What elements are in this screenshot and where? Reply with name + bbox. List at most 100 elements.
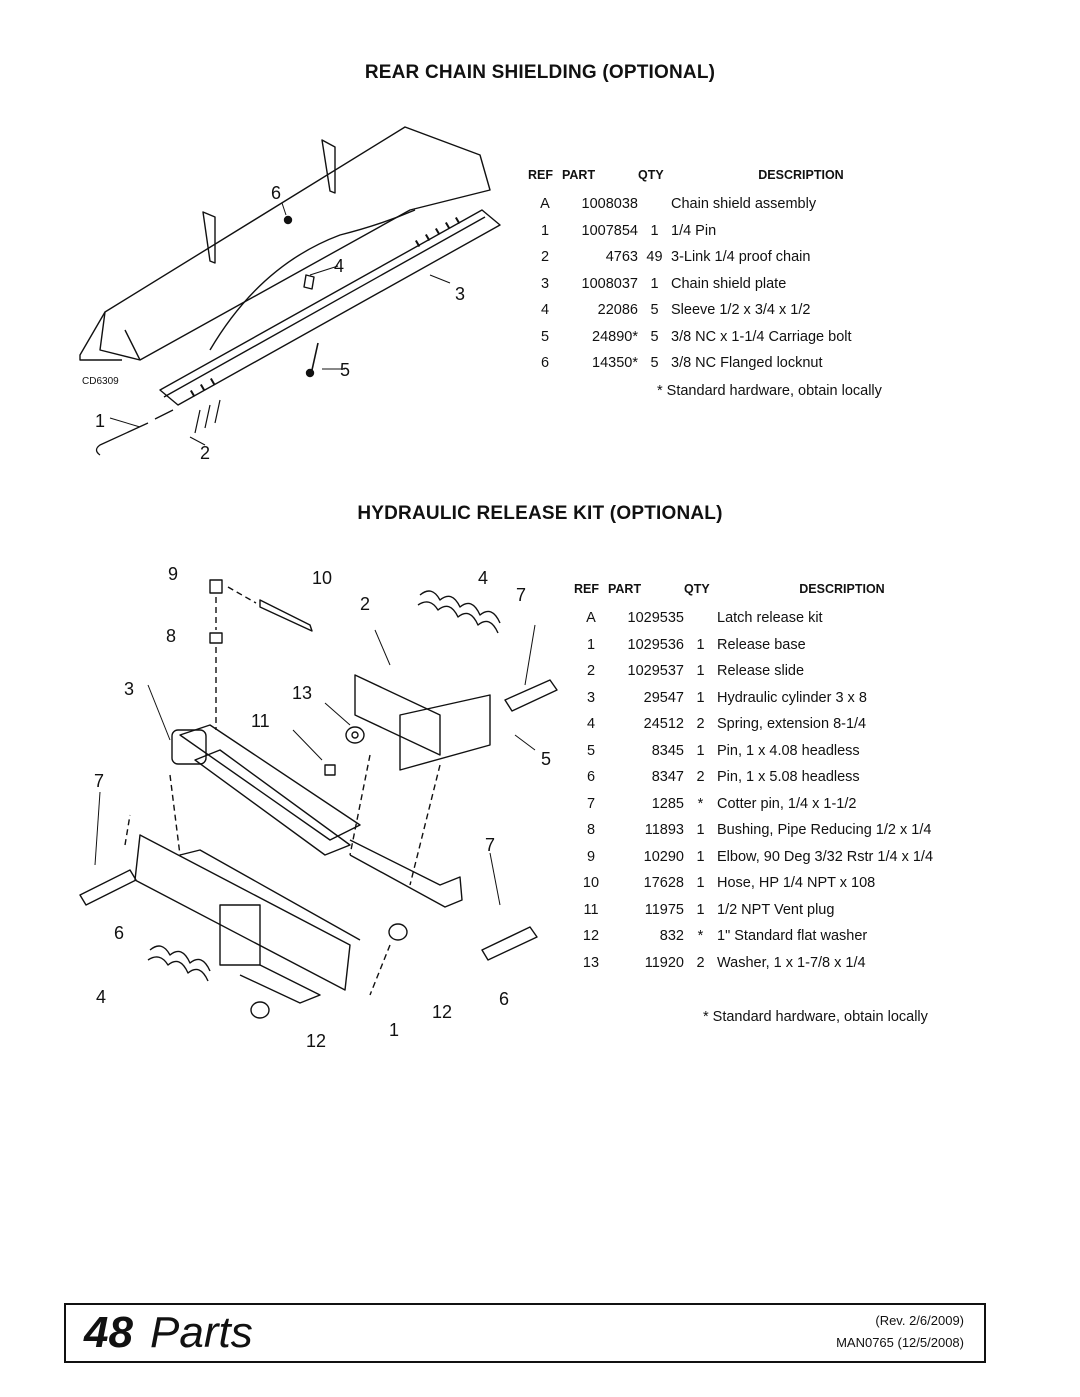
cell-qty: 1 bbox=[650, 222, 659, 239]
table-row: 13 11920 2 Washer, 1 x 1-7/8 x 1/4 bbox=[574, 950, 967, 977]
cell-description: Cotter pin, 1/4 x 1-1/2 bbox=[717, 795, 857, 812]
col-ref-header: REF bbox=[528, 168, 553, 182]
col-description-header: DESCRIPTION bbox=[758, 168, 844, 182]
cell-part: 8347 bbox=[651, 769, 684, 786]
cell-part: 24890* bbox=[592, 328, 638, 345]
cell-qty: 5 bbox=[650, 328, 659, 345]
cell-part: 11893 bbox=[644, 822, 684, 839]
standard-hardware-note: * Standard hardware, obtain locally bbox=[657, 383, 882, 399]
cell-part: 1008038 bbox=[581, 196, 638, 213]
cell-description: 1" Standard flat washer bbox=[717, 928, 868, 945]
callout-11: 11 bbox=[251, 711, 270, 731]
cell-part: 1008037 bbox=[581, 275, 638, 292]
cell-ref: 8 bbox=[586, 822, 596, 839]
standard-hardware-note: * Standard hardware, obtain locally bbox=[703, 1009, 928, 1025]
table-row: 5 24890* 5 3/8 NC x 1-1/4 Carriage bolt bbox=[528, 324, 931, 351]
cell-part: 29547 bbox=[643, 689, 684, 706]
cell-qty: 5 bbox=[650, 355, 659, 372]
cell-ref: 5 bbox=[540, 328, 550, 345]
cell-ref: 3 bbox=[540, 275, 550, 292]
cell-description: 1/4 Pin bbox=[671, 222, 717, 239]
cell-qty: 1 bbox=[696, 875, 705, 892]
col-part-header: PART bbox=[562, 168, 596, 182]
cell-ref: 6 bbox=[540, 355, 550, 372]
callout-1: 1 bbox=[95, 411, 105, 431]
cell-qty: * bbox=[697, 795, 704, 812]
cell-ref: 11 bbox=[583, 901, 599, 918]
table-row: 1 1007854 1 1/4 Pin bbox=[528, 218, 931, 245]
cell-part: 1029537 bbox=[627, 663, 684, 680]
cell-part: 8345 bbox=[651, 742, 684, 759]
cell-qty: 1 bbox=[696, 742, 705, 759]
cell-description: 3-Link 1/4 proof chain bbox=[671, 249, 811, 266]
rear-chain-shielding-diagram: 6 4 3 5 1 2 CD6309 bbox=[79, 126, 501, 463]
cell-description: 3/8 NC x 1-1/4 Carriage bolt bbox=[671, 328, 852, 345]
callout-5: 5 bbox=[541, 749, 551, 769]
cell-ref: 1 bbox=[586, 636, 596, 653]
cell-ref: 1 bbox=[540, 222, 550, 239]
cell-qty: 2 bbox=[696, 769, 705, 786]
cell-qty: 49 bbox=[646, 249, 663, 266]
callout-7c: 7 bbox=[485, 835, 495, 855]
cell-ref: 4 bbox=[586, 716, 596, 733]
col-description-header: DESCRIPTION bbox=[799, 582, 885, 596]
callout-8: 8 bbox=[166, 626, 176, 646]
callout-10: 10 bbox=[312, 568, 332, 588]
callout-6: 6 bbox=[271, 183, 281, 203]
cell-description: Bushing, Pipe Reducing 1/2 x 1/4 bbox=[717, 822, 932, 839]
callout-2: 2 bbox=[360, 594, 370, 614]
section-title-rear-chain-shielding: REAR CHAIN SHIELDING (OPTIONAL) bbox=[364, 62, 716, 83]
cell-part: 10290 bbox=[643, 848, 684, 865]
cell-ref: 6 bbox=[586, 769, 596, 786]
table-row: 6 14350* 5 3/8 NC Flanged locknut bbox=[528, 350, 931, 377]
hydraulic-release-kit-diagram: 9 10 4 2 7 8 3 13 11 5 7 7 6 4 12 6 1 12 bbox=[79, 564, 558, 1051]
cell-description: Spring, extension 8-1/4 bbox=[717, 716, 867, 733]
callout-9: 9 bbox=[168, 564, 178, 584]
cell-description: 3/8 NC Flanged locknut bbox=[671, 355, 823, 372]
cell-ref: 13 bbox=[582, 954, 600, 971]
cell-qty: 1 bbox=[696, 848, 705, 865]
cell-part: 14350* bbox=[592, 355, 638, 372]
cell-qty: 2 bbox=[696, 716, 705, 733]
callout-2: 2 bbox=[200, 443, 210, 463]
cell-description: Sleeve 1/2 x 3/4 x 1/2 bbox=[671, 302, 811, 319]
cell-qty: 1 bbox=[696, 663, 705, 680]
cell-ref: 9 bbox=[586, 848, 596, 865]
cell-description: Latch release kit bbox=[717, 610, 823, 627]
col-qty-header: QTY bbox=[684, 582, 710, 596]
section-name: Parts bbox=[150, 1308, 253, 1357]
col-ref-header: REF bbox=[574, 582, 599, 596]
cell-qty bbox=[638, 191, 671, 218]
cell-qty: 1 bbox=[696, 636, 705, 653]
cell-part: 1007854 bbox=[581, 222, 638, 239]
cell-part: 24512 bbox=[643, 716, 684, 733]
cell-description: Chain shield plate bbox=[671, 275, 787, 292]
callout-4: 4 bbox=[478, 568, 488, 588]
cell-description: Release slide bbox=[717, 663, 805, 680]
page-number: 48 bbox=[84, 1308, 133, 1357]
callout-3: 3 bbox=[124, 679, 134, 699]
cell-ref: 10 bbox=[582, 875, 600, 892]
table-header-row: REF PART QTY DESCRIPTION bbox=[528, 168, 931, 191]
section-title-hydraulic-release-kit: HYDRAULIC RELEASE KIT (OPTIONAL) bbox=[357, 503, 723, 524]
callout-3: 3 bbox=[455, 284, 465, 304]
cell-part: 11920 bbox=[644, 954, 684, 971]
callout-5: 5 bbox=[340, 360, 350, 380]
cell-qty: 2 bbox=[696, 954, 705, 971]
cell-part: 1029536 bbox=[627, 636, 684, 653]
cell-part: 4763 bbox=[605, 249, 638, 266]
cell-description: Pin, 1 x 4.08 headless bbox=[717, 742, 860, 759]
cell-description: Washer, 1 x 1-7/8 x 1/4 bbox=[717, 954, 866, 971]
